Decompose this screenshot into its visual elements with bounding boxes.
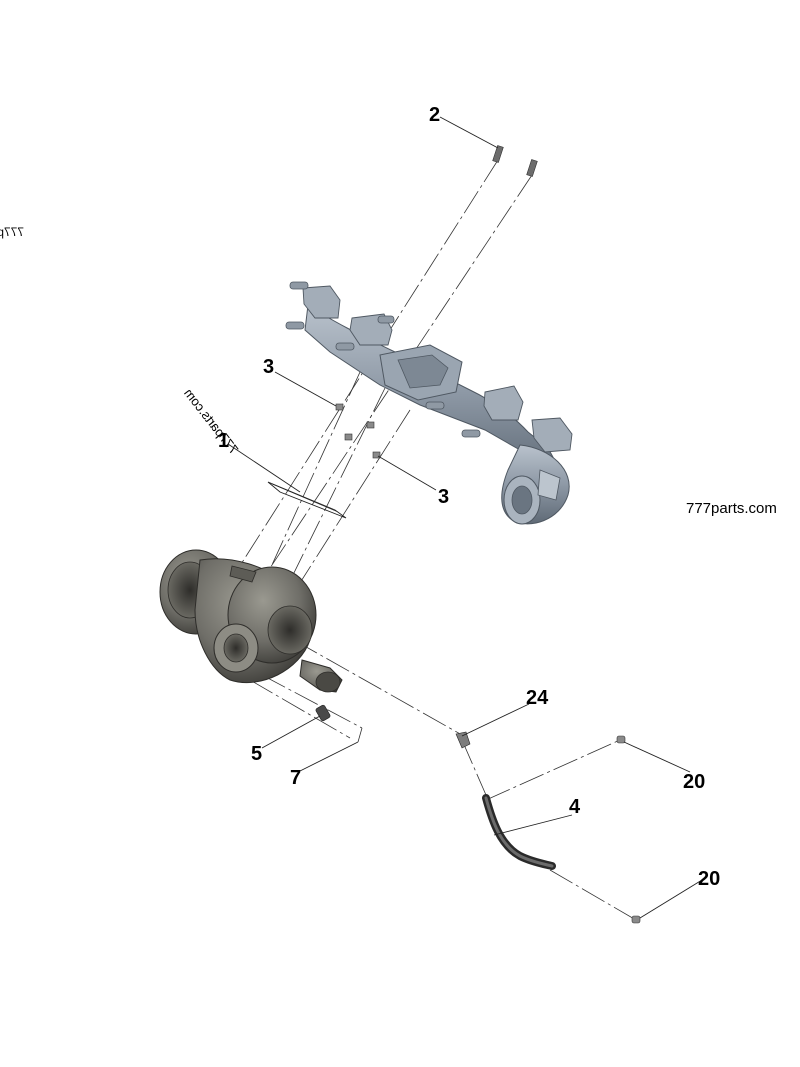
callout-2: 2 [429,104,440,126]
callout-24: 24 [526,687,549,709]
stud-pair [492,145,538,177]
exhaust-manifold [285,281,573,525]
flange-gasket [267,481,347,519]
callout-3-lower: 3 [438,486,449,508]
drain-plug [315,704,331,722]
callout-20-upper: 20 [683,771,705,793]
callout-4: 4 [569,796,581,818]
turbocharger [159,549,343,693]
watermark-right: 777parts.com [686,500,777,517]
elbow-fitting [455,731,471,749]
leader-lines [227,116,703,919]
callout-5: 5 [251,743,262,765]
callouts: 2 3 1 3 24 5 7 20 4 20 [218,104,720,890]
callout-3-upper: 3 [263,356,274,378]
watermark-left-cut: 777p [0,225,24,239]
oil-drain-tube [482,794,556,870]
clamps [616,735,641,924]
callout-1: 1 [218,430,229,452]
callout-20-lower: 20 [698,868,720,890]
nuts [335,403,381,459]
watermark-center-rotated: 777parts.com [181,386,241,457]
callout-7: 7 [290,767,301,789]
